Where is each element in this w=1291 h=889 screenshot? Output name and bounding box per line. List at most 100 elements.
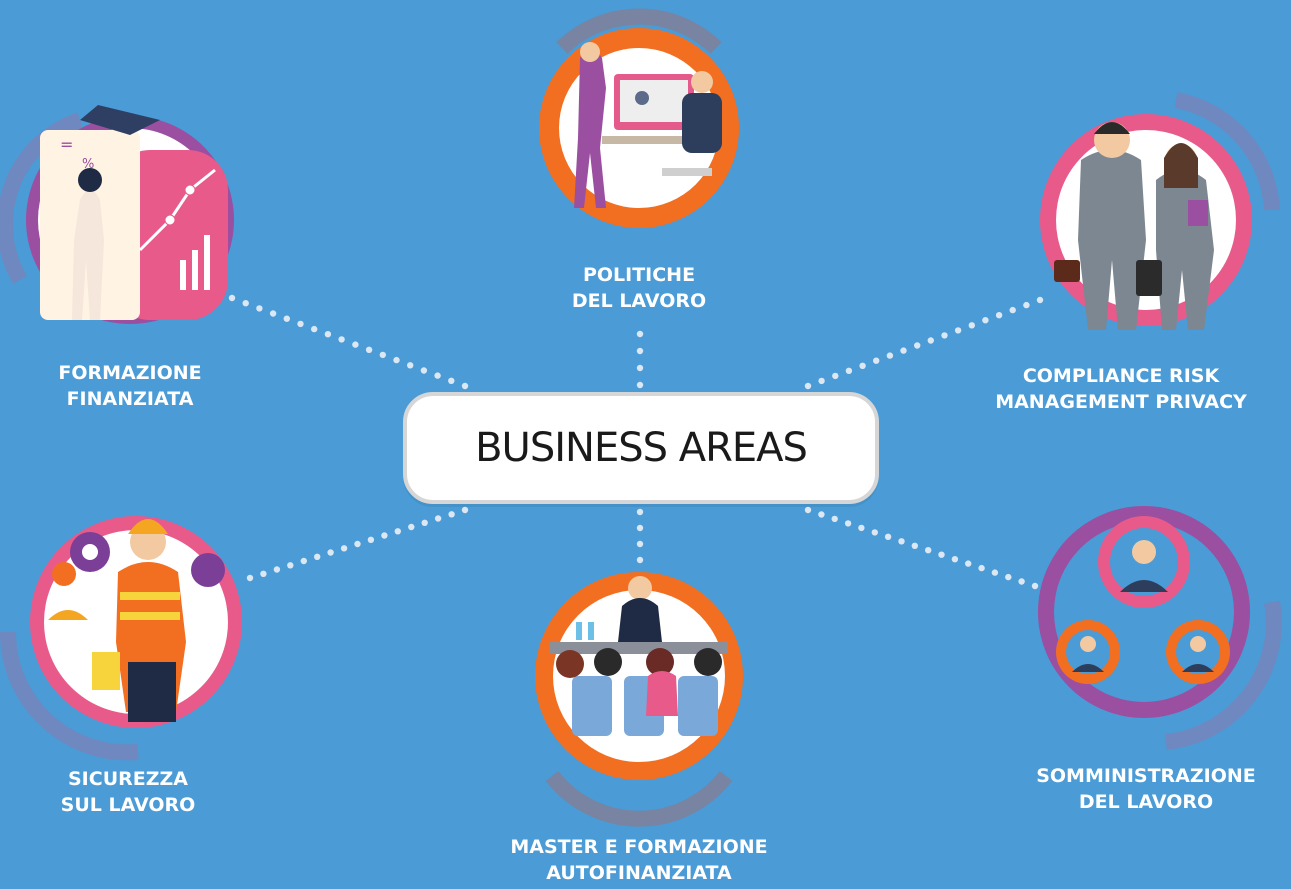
connector-dot [636, 508, 644, 516]
connector-dot [1005, 573, 1012, 581]
connector-to-formazione-finanziata [228, 294, 469, 390]
connector-dot [951, 556, 959, 563]
node-compliance-risk-management-privacy[interactable]: COMPLIANCE RISK MANAGEMENT PRIVACY [995, 92, 1280, 413]
connector-dot [927, 337, 934, 344]
connector-dot [636, 381, 644, 389]
teacher-chart-icon: = % [0, 105, 234, 324]
connector-dot [978, 564, 985, 572]
connector-dot [407, 362, 414, 369]
connector-dot [804, 506, 812, 514]
connector-dot [818, 511, 825, 518]
connector-dot [287, 562, 294, 569]
connector-dot [886, 352, 894, 359]
connector-dot [354, 540, 361, 548]
connector-dot [954, 327, 962, 334]
connector-dot [995, 312, 1003, 319]
connector-dot [968, 322, 975, 329]
connector-dot [300, 557, 307, 565]
connector-dot [636, 347, 644, 355]
business-areas-hub: BUSINESS AREAS [403, 392, 879, 504]
connector-dot [911, 542, 918, 549]
connector-dot [242, 300, 249, 307]
connector-dot [228, 294, 236, 302]
connector-dot [636, 364, 644, 372]
connector-dot [448, 377, 455, 384]
hub-title: BUSINESS AREAS [475, 425, 808, 471]
connector-dot [844, 520, 852, 527]
connector-dot [448, 511, 455, 518]
connector-dot [394, 528, 401, 535]
connector-dot [283, 315, 290, 322]
connector-dot [273, 566, 281, 573]
business-people-icon [1040, 92, 1280, 330]
connector-dot [831, 515, 838, 523]
svg-text:%: % [82, 157, 94, 172]
connector-to-compliance [804, 296, 1044, 390]
connector-dot [845, 367, 853, 374]
node-sicurezza-sul-lavoro[interactable]: SICUREZZA SUL LAVORO [0, 512, 248, 816]
connector-dot [832, 372, 839, 380]
connector-dot [420, 367, 428, 374]
politiche-label-line2: DEL LAVORO [571, 290, 707, 312]
connector-dot [260, 570, 267, 577]
connector-dot [873, 357, 880, 364]
connector-dot [340, 545, 348, 552]
node-politiche-del-lavoro[interactable]: POLITICHE DEL LAVORO [532, 8, 746, 312]
connector-dot [859, 362, 866, 369]
connector-dot [898, 538, 905, 545]
connector-dot [365, 346, 373, 353]
construction-worker-icon [0, 516, 242, 761]
svg-text:=: = [60, 135, 73, 154]
somministrazione-label-line1: SOMMINISTRAZIONE [1036, 765, 1256, 787]
connector-dot [991, 569, 999, 576]
connector-dot [314, 553, 321, 560]
node-formazione-finanziata[interactable]: = % FORMAZIONE FINANZIATA [0, 105, 240, 410]
connector-to-sicurezza [246, 506, 469, 582]
connector-dot [636, 556, 644, 564]
connector-dot [327, 549, 334, 556]
connector-dot [324, 331, 332, 338]
connector-dot [381, 532, 388, 539]
connector-dot [965, 560, 972, 567]
connector-dot [246, 574, 254, 582]
connector-dot [311, 325, 318, 333]
connector-dot [982, 317, 989, 324]
connector-dot [1031, 582, 1039, 590]
connector-dot [1009, 306, 1016, 314]
connector-dot [269, 310, 277, 317]
connector-to-politiche [636, 330, 644, 389]
connector-dot [941, 332, 948, 339]
connector-dot [434, 372, 441, 379]
master-label-line2: AUTOFINANZIATA [546, 862, 732, 884]
connector-dot [1036, 296, 1044, 304]
compliance-label-line1: COMPLIANCE RISK [1022, 365, 1220, 387]
connector-dot [914, 342, 921, 349]
connector-dot [925, 547, 932, 554]
connector-dot [338, 336, 345, 343]
connector-dot [900, 347, 907, 354]
connector-dot [804, 382, 812, 390]
node-somministrazione-del-lavoro[interactable]: SOMMINISTRAZIONE DEL LAVORO [1036, 492, 1282, 813]
connector-to-somministrazione [804, 506, 1039, 590]
connector-dot [636, 540, 644, 548]
connector-dot [408, 523, 415, 531]
node-master-e-formazione-autofinanziata[interactable]: MASTER E FORMAZIONE AUTOFINANZIATA [510, 566, 768, 884]
connector-dot [434, 515, 442, 522]
connector-dot [367, 536, 375, 543]
connector-dot [884, 533, 892, 540]
connector-dot [461, 506, 469, 514]
somministrazione-label-line2: DEL LAVORO [1078, 791, 1214, 813]
connector-dot [461, 382, 469, 390]
connector-dot [818, 377, 825, 385]
master-label-line1: MASTER E FORMAZIONE [510, 836, 768, 858]
connector-dot [421, 519, 428, 526]
compliance-label-line2: MANAGEMENT PRIVACY [995, 391, 1247, 413]
connector-dot [393, 356, 400, 364]
connector-dot [636, 330, 644, 338]
connector-dot [636, 524, 644, 532]
connector-dot [1018, 578, 1025, 585]
connector-to-master [636, 508, 644, 564]
politiche-label-line1: POLITICHE [582, 264, 696, 286]
connector-dot [858, 524, 865, 532]
sicurezza-label-line1: SICUREZZA [68, 768, 188, 790]
